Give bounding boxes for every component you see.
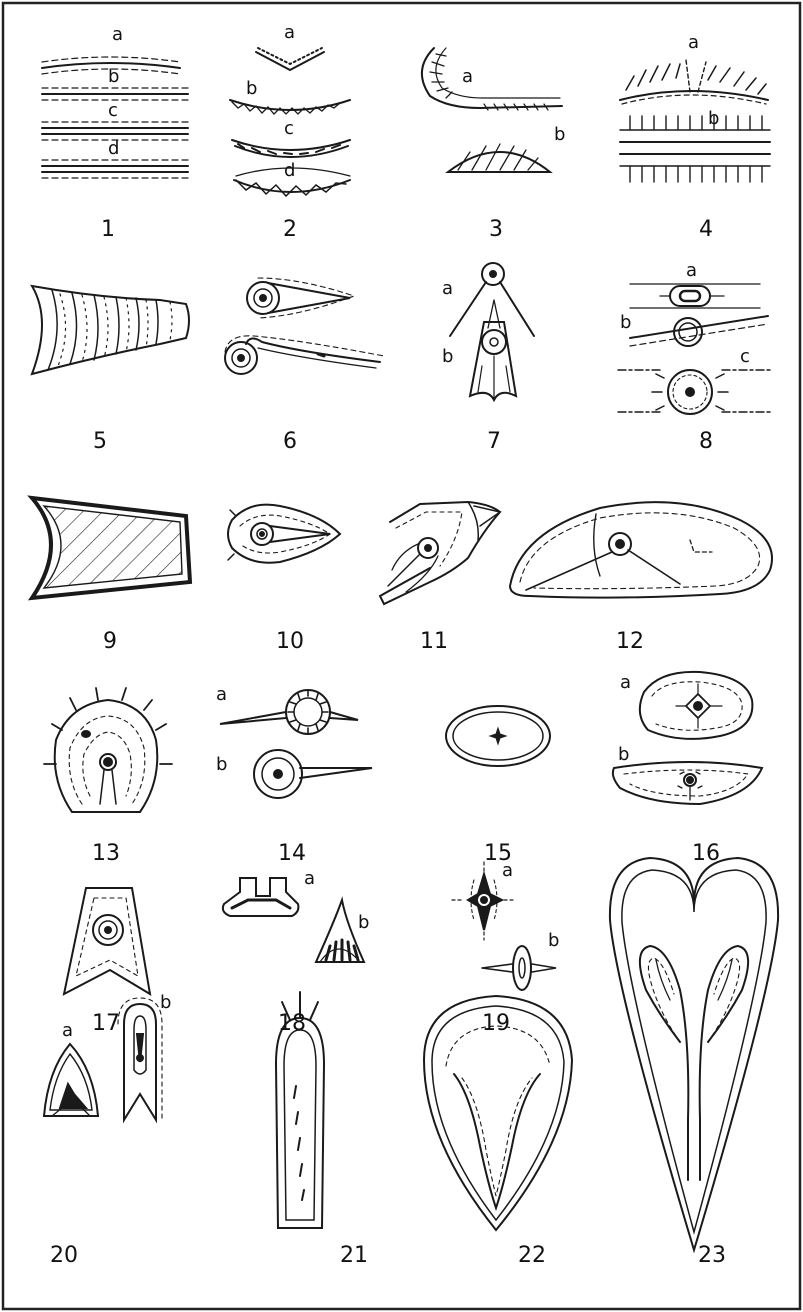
fig-4-number: 4 [699,217,713,242]
fig-10-number: 10 [276,629,304,654]
fig-9-drawing [32,498,190,598]
fig-22-number: 22 [518,1243,546,1268]
fig-1-sublabel-c: c [108,100,118,121]
fig-4-sublabel-b: b [708,108,719,129]
fig-4-sublabel-a: a [688,32,699,53]
fig-14-number: 14 [278,841,306,866]
fig-8-sublabel-c: c [740,346,750,367]
fig-7-sublabel-a: a [442,278,453,299]
fig-6-drawing [225,278,384,374]
fig-11-number: 11 [420,629,448,654]
fig-1-sublabel-a: a [112,24,123,45]
fig-16-sublabel-b: b [618,744,629,765]
fig-23-number: 23 [698,1243,726,1268]
fig-10-drawing [228,505,340,563]
fig-9-number: 9 [103,629,117,654]
fig-4-drawing [620,60,770,182]
fig-6-number: 6 [283,429,297,454]
fig-20-sublabel-a: a [62,1020,73,1041]
fig-17-number: 17 [92,1011,120,1036]
figure-numbers: 1 2 3 4 5 6 7 8 9 10 11 12 13 14 15 16 1… [50,217,726,1268]
fig-17-drawing [64,888,150,994]
fig-3-number: 3 [489,217,503,242]
fig-23-drawing [610,858,778,1250]
fig-13-drawing [44,688,172,812]
fig-16-sublabel-a: a [620,672,631,693]
plate-border [3,3,800,1309]
fig-1-number: 1 [101,217,115,242]
fig-14-drawing [220,690,372,798]
fig-2-sublabel-b: b [246,78,257,99]
fig-2-sublabel-a: a [284,22,295,43]
fig-13-number: 13 [92,841,120,866]
fig-14-sublabel-a: a [216,684,227,705]
fig-12-number: 12 [616,629,644,654]
fig-5-drawing [32,286,189,374]
fig-2-sublabel-c: c [284,118,294,139]
fig-19-drawing [452,862,556,990]
fig-18-number: 18 [278,1011,306,1036]
fig-18-sublabel-a: a [304,868,315,889]
fig-19-number: 19 [482,1011,510,1036]
fig-8-number: 8 [699,429,713,454]
fig-7-number: 7 [487,429,501,454]
fig-8-sublabel-b: b [620,312,631,333]
fig-7-drawing [450,263,534,400]
fig-14-sublabel-b: b [216,754,227,775]
fig-20-number: 20 [50,1243,78,1268]
fig-18-sublabel-b: b [358,912,369,933]
fig-12-drawing [510,502,772,597]
fig-7-sublabel-b: b [442,346,453,367]
fig-2-sublabel-d: d [284,160,295,181]
fig-8-sublabel-a: a [686,260,697,281]
fig-16-drawing [613,672,762,804]
fig-1-sublabel-b: b [108,66,119,87]
fig-18-drawing [223,878,364,962]
fig-11-drawing [380,502,500,604]
fig-5-number: 5 [93,429,107,454]
fig-2-number: 2 [283,217,297,242]
fig-16-number: 16 [692,841,720,866]
fig-3-sublabel-b: b [554,124,565,145]
fig-15-drawing [446,706,550,766]
fig-19-sublabel-b: b [548,930,559,951]
fig-15-number: 15 [484,841,512,866]
fig-1-sublabel-d: d [108,138,119,159]
fig-20-sublabel-b: b [160,992,171,1013]
fig-21-number: 21 [340,1243,368,1268]
fig-3-drawing [422,48,562,172]
fig-3-sublabel-a: a [462,66,473,87]
